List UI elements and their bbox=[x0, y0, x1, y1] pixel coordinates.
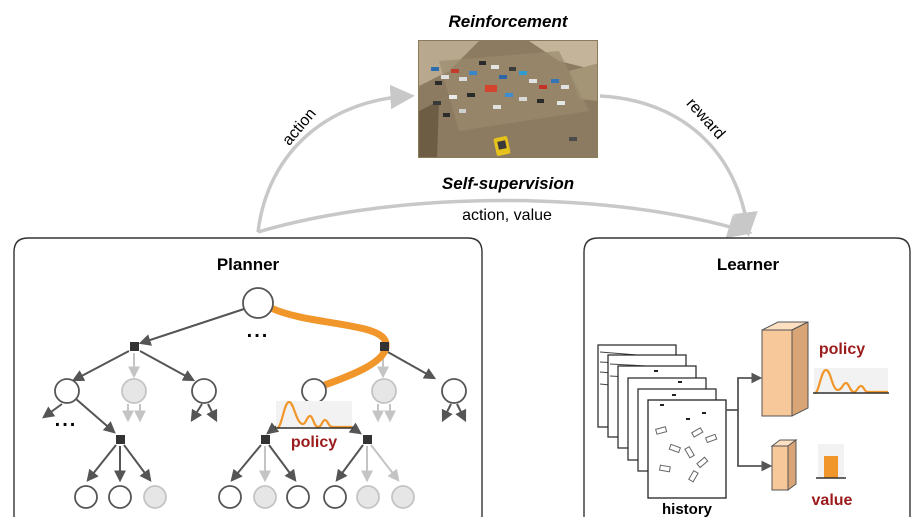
learner-title: Learner bbox=[717, 255, 780, 274]
leaf-node-faded bbox=[143, 485, 167, 509]
leaf-node-faded bbox=[391, 485, 415, 509]
value-tensor bbox=[770, 439, 798, 491]
action-value-arrow bbox=[257, 198, 753, 239]
self-supervision-label: Self-supervision bbox=[442, 174, 574, 193]
action-node bbox=[261, 435, 270, 444]
planner-title: Planner bbox=[217, 255, 280, 274]
leaf-node-faded bbox=[356, 485, 380, 509]
action-node bbox=[380, 342, 389, 351]
planner-box bbox=[13, 237, 483, 520]
leaf-node bbox=[286, 485, 310, 509]
value-bar-plot bbox=[816, 444, 846, 479]
state-node bbox=[191, 378, 217, 404]
state-node-faded bbox=[121, 378, 147, 404]
state-node bbox=[301, 378, 327, 404]
action-node bbox=[116, 435, 125, 444]
history-label: history bbox=[662, 501, 713, 517]
leaf-node bbox=[218, 485, 242, 509]
action-node bbox=[130, 342, 139, 351]
policy-tensor bbox=[761, 321, 809, 417]
learner-box bbox=[583, 237, 911, 520]
tree-ellipsis: ... bbox=[247, 320, 270, 342]
edge-label-reward: reward bbox=[683, 95, 728, 143]
history-to-policy-connector bbox=[726, 372, 763, 411]
learner-policy-plot bbox=[813, 368, 889, 395]
action-node bbox=[363, 435, 372, 444]
leaf-node bbox=[74, 485, 98, 509]
tree-ellipsis: ... bbox=[55, 409, 78, 431]
leaf-node bbox=[323, 485, 347, 509]
leaf-node-faded bbox=[253, 485, 277, 509]
action-arrow bbox=[256, 84, 415, 233]
leaf-node bbox=[108, 485, 132, 509]
planner-policy-plot bbox=[275, 400, 353, 430]
selected-path bbox=[267, 304, 390, 390]
learner-policy-label: policy bbox=[819, 341, 865, 358]
state-node bbox=[441, 378, 467, 404]
history-stack bbox=[597, 344, 727, 499]
root-node bbox=[242, 287, 274, 319]
state-node bbox=[54, 378, 80, 404]
history-to-value-connector bbox=[737, 410, 773, 472]
learner-value-label: value bbox=[812, 492, 853, 509]
reinforcement-label: Reinforcement bbox=[448, 12, 568, 31]
edge-label-action-value: action, value bbox=[462, 207, 552, 224]
reward-arrow bbox=[599, 94, 758, 237]
planner-policy-label: policy bbox=[291, 434, 337, 451]
driving-simulator-image bbox=[418, 40, 598, 158]
state-node-faded bbox=[371, 378, 397, 404]
